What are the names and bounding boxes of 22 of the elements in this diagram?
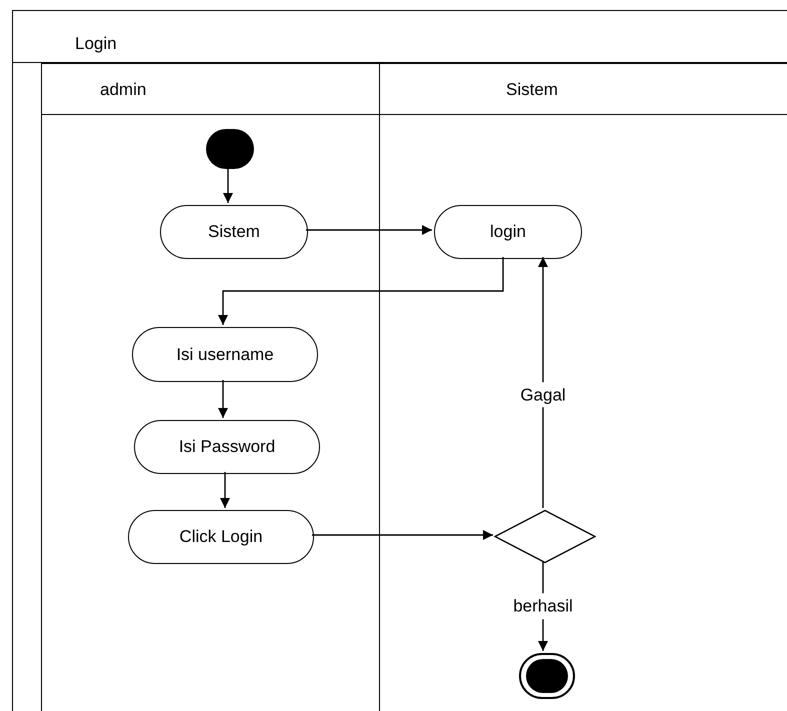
action-label: Sistem xyxy=(208,221,260,244)
arrow xyxy=(312,530,493,540)
action-node xyxy=(160,205,308,259)
action-node xyxy=(434,205,582,259)
edge-label: berhasil xyxy=(511,593,575,619)
lane-title: Sistem xyxy=(506,79,558,101)
action-label: Isi Password xyxy=(178,436,276,458)
arrow xyxy=(218,257,504,325)
arrow xyxy=(223,167,233,203)
action-label: Click Login xyxy=(179,526,263,548)
arrow xyxy=(220,472,230,508)
lane-title: admin xyxy=(100,79,146,101)
action-label: login xyxy=(490,221,526,244)
arrow xyxy=(218,380,228,418)
action-node xyxy=(134,420,320,474)
action-node xyxy=(128,510,314,564)
swimlane-frame xyxy=(12,10,787,711)
arrow xyxy=(306,225,432,235)
frame-title: Login xyxy=(75,33,117,55)
arrow xyxy=(538,257,548,508)
action-label: Isi username xyxy=(176,344,274,366)
swimlane xyxy=(41,63,379,711)
